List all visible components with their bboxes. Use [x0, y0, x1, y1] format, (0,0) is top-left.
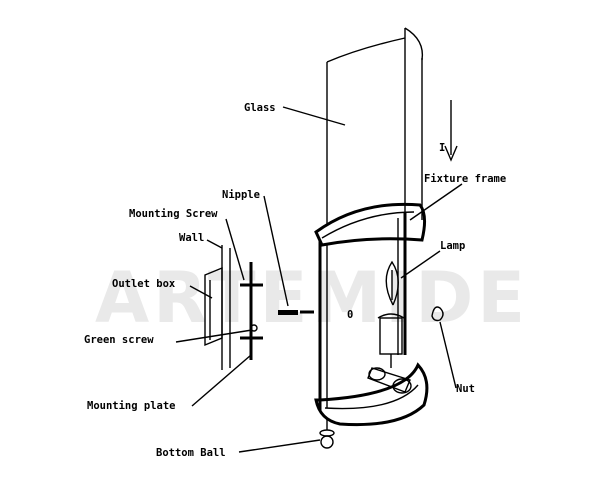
lamp-socket	[367, 313, 412, 394]
label-lamp: Lamp	[440, 240, 465, 252]
leader-glass	[282, 106, 346, 126]
watermark: ARTEMIDE	[95, 257, 529, 339]
leader-bottom-ball	[238, 439, 321, 453]
glass-shade	[326, 27, 424, 225]
leader-outlet-box	[189, 285, 213, 299]
nipple	[278, 310, 314, 315]
label-nut: Nut	[456, 383, 475, 395]
leader-green-screw	[175, 329, 253, 343]
leader-nut	[439, 321, 457, 389]
leader-wall	[206, 239, 223, 249]
mounting-plate	[240, 262, 263, 360]
nut	[431, 306, 444, 322]
arrow-letter: I	[439, 142, 445, 154]
outlet-box	[204, 266, 223, 347]
label-mounting-screw: Mounting Screw	[129, 208, 218, 220]
frame-hole-mark: 0	[347, 309, 353, 321]
down-arrow: I	[439, 100, 458, 162]
leader-nipple	[263, 195, 289, 307]
leader-mounting-plate	[191, 354, 252, 407]
label-fixture-frame: Fixture frame	[424, 173, 506, 185]
label-mounting-plate: Mounting plate	[87, 400, 176, 412]
leader-mounting-screw	[225, 218, 245, 281]
lamp-bulb	[385, 260, 399, 306]
bottom-ball	[319, 418, 335, 449]
label-outlet-box: Outlet box	[112, 278, 176, 290]
label-wall: Wall	[179, 232, 204, 244]
label-glass: Glass	[244, 102, 276, 114]
leader-lamp	[400, 250, 441, 279]
fixture-frame	[314, 202, 429, 427]
label-nipple: Nipple	[222, 189, 260, 201]
label-green-screw: Green screw	[84, 334, 154, 346]
label-bottom-ball: Bottom Ball	[156, 447, 226, 459]
leader-fixture-frame	[409, 183, 463, 221]
